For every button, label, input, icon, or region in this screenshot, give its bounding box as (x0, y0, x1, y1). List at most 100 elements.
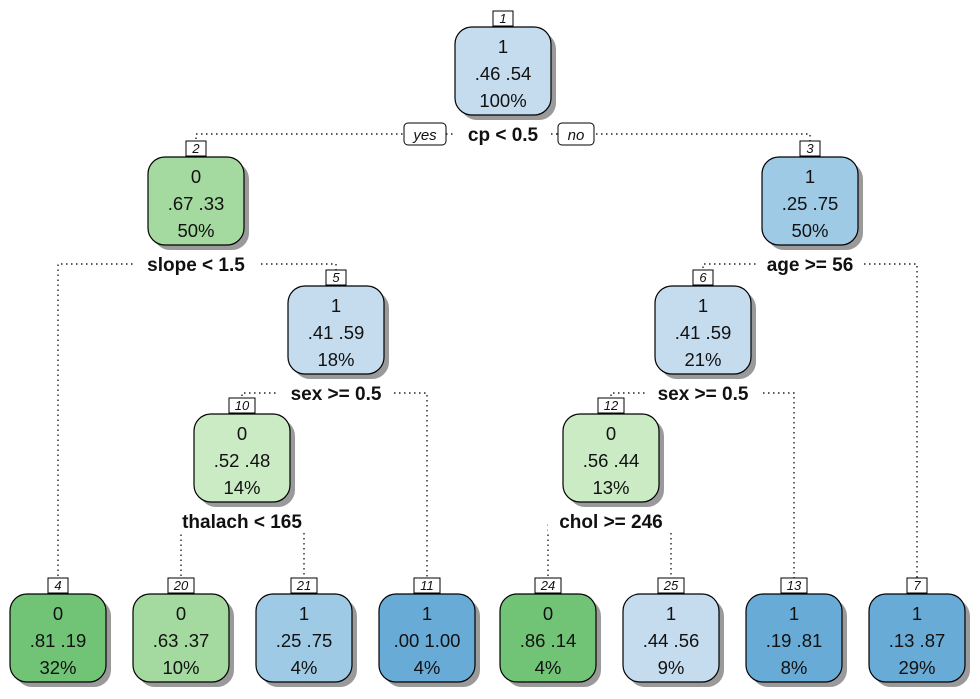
node-pct: 21% (684, 349, 721, 370)
node-id: 3 (806, 141, 814, 156)
split-1: cp < 0.5 (455, 124, 551, 146)
node-5: 1 .41 .59 18% 5 (287, 269, 389, 379)
node-cls: 1 (805, 166, 815, 187)
node-pct: 8% (781, 657, 808, 678)
node-probs: .81 .19 (30, 630, 87, 651)
node-id: 7 (913, 578, 921, 593)
node-cls: 1 (498, 36, 508, 57)
branch-labels: yes no (403, 122, 595, 146)
svg-text:yes: yes (412, 127, 437, 144)
split-label: sex >= 0.5 (658, 384, 749, 405)
node-6: 1 .41 .59 21% 6 (654, 269, 756, 379)
split-label: sex >= 0.5 (291, 384, 382, 405)
node-pct: 9% (658, 657, 685, 678)
node-box (378, 593, 476, 683)
node-pct: 50% (177, 220, 214, 241)
node-cls: 1 (422, 603, 432, 624)
node-cls: 1 (299, 603, 309, 624)
node-12: 0 .56 .44 13% 12 (562, 397, 664, 507)
node-probs: .67 .33 (168, 193, 225, 214)
node-4: 0 .81 .19 32% 4 (9, 577, 111, 687)
node-box (745, 593, 843, 683)
node-id: 6 (699, 270, 707, 285)
node-box (499, 593, 597, 683)
node-24: 0 .86 .14 4% 24 (499, 577, 601, 687)
node-cls: 0 (543, 603, 553, 624)
node-cls: 0 (53, 603, 63, 624)
node-13: 1.19 .818%13 (745, 577, 847, 687)
split-6: sex >= 0.5 (645, 383, 761, 405)
node-id: 10 (235, 398, 250, 413)
node-box (287, 285, 385, 375)
node-probs: .86 .14 (520, 630, 577, 651)
node-2: 0 .67 .33 50% 2 (147, 140, 249, 250)
node-pct: 4% (291, 657, 318, 678)
split-label: slope < 1.5 (147, 255, 245, 276)
node-probs: .25 .75 (276, 630, 333, 651)
node-probs: .52 .48 (214, 450, 271, 471)
node-probs: .63 .37 (153, 630, 210, 651)
split-3: age >= 56 (757, 254, 863, 276)
node-id: 11 (420, 578, 434, 593)
node-21: 1 .25 .75 4% 21 (255, 577, 357, 687)
node-pct: 4% (414, 657, 441, 678)
node-cls: 1 (698, 295, 708, 316)
svg-text:no: no (568, 127, 585, 144)
node-cls: 0 (606, 423, 616, 444)
node-id: 2 (191, 141, 200, 156)
node-pct: 50% (791, 220, 828, 241)
node-pct: 100% (479, 90, 526, 111)
split-label: chol >= 246 (559, 512, 663, 533)
node-probs: .44 .56 (643, 630, 700, 651)
node-pct: 18% (317, 349, 354, 370)
node-probs: .00 1.00 (394, 630, 461, 651)
node-box (868, 593, 966, 683)
node-box (255, 593, 353, 683)
node-cls: 1 (666, 603, 676, 624)
node-probs: .41 .59 (675, 322, 732, 343)
node-11: 1 .00 1.00 4% 11 (378, 577, 480, 687)
node-box (622, 593, 720, 683)
node-pct: 13% (592, 477, 629, 498)
node-probs: .56 .44 (583, 450, 640, 471)
node-cls: 1 (331, 295, 341, 316)
node-id: 24 (540, 578, 555, 593)
split-2: slope < 1.5 (132, 254, 260, 276)
node-id: 5 (332, 270, 340, 285)
split-12: chol >= 246 (547, 511, 675, 533)
node-box (761, 156, 859, 246)
node-pct: 10% (162, 657, 199, 678)
node-cls: 0 (191, 166, 201, 187)
node-box (9, 593, 107, 683)
node-id: 20 (173, 578, 189, 593)
no-label: no (557, 122, 595, 146)
node-box (654, 285, 752, 375)
split-5: sex >= 0.5 (278, 383, 394, 405)
node-cls: 0 (176, 603, 186, 624)
split-labels: cp < 0.5 slope < 1.5 age >= 56 sex >= 0.5 se… (132, 124, 863, 533)
node-cls: 1 (912, 603, 922, 624)
node-id: 4 (54, 578, 61, 593)
node-probs: .41 .59 (308, 322, 365, 343)
node-pct: 4% (535, 657, 562, 678)
node-probs: .13 .87 (889, 630, 946, 651)
node-box (132, 593, 230, 683)
node-probs: .46 .54 (475, 63, 532, 84)
node-id: 21 (296, 578, 311, 593)
split-10: thalach < 165 (168, 511, 316, 533)
node-box (454, 26, 552, 116)
split-label: cp < 0.5 (468, 125, 539, 146)
node-id: 12 (604, 398, 619, 413)
node-cls: 0 (237, 423, 247, 444)
node-pct: 32% (39, 657, 76, 678)
node-20: 0 .63 .37 10% 20 (132, 577, 234, 687)
node-id: 13 (787, 578, 802, 593)
node-box (562, 413, 660, 503)
node-id: 25 (663, 578, 679, 593)
yes-label: yes (403, 122, 447, 146)
